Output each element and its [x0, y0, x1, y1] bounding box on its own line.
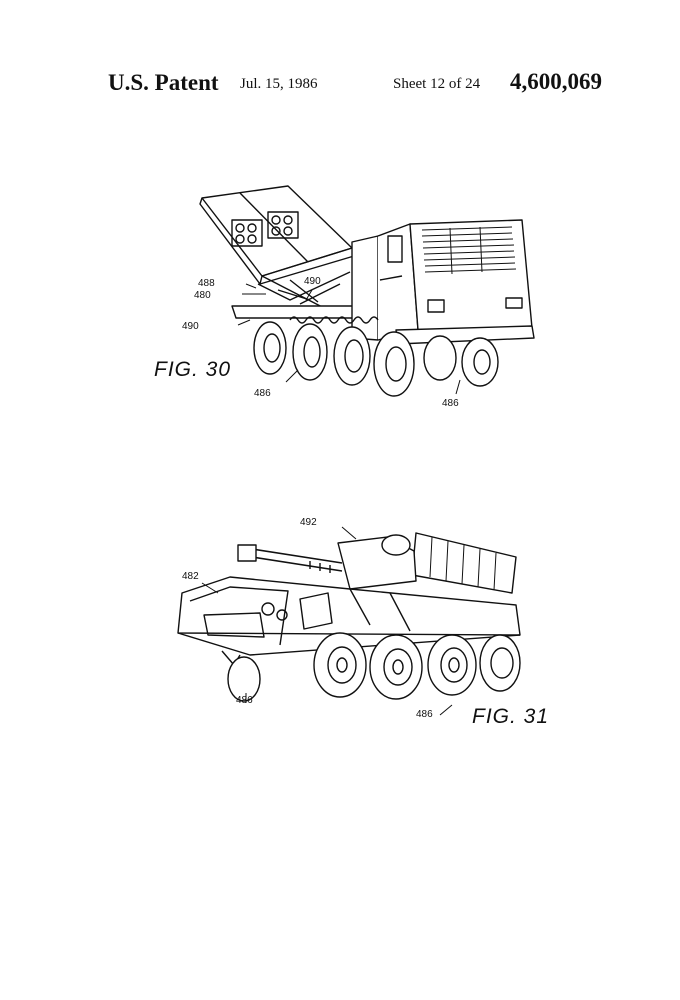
- patent-number: 4,600,069: [510, 69, 602, 94]
- figure-30-label: FIG. 30: [154, 358, 232, 381]
- figure-30-drawing: [199, 185, 535, 397]
- ref-486-right: 486: [442, 398, 459, 409]
- ref-492: 492: [300, 517, 317, 528]
- figure-31: 492 482 486 486 FIG. 31: [160, 505, 580, 745]
- figure-31-drawing: [177, 526, 521, 716]
- figure-30: 488 480 490 490 486 486 FIG. 30: [140, 180, 560, 430]
- ref-480: 480: [194, 290, 211, 301]
- ref-486-left: 486: [254, 388, 271, 399]
- ref-482: 482: [182, 571, 199, 582]
- ref-490-upper: 490: [304, 276, 321, 287]
- ref-488: 488: [198, 278, 215, 289]
- figure-31-label: FIG. 31: [472, 705, 550, 728]
- patent-header: U.S. Patent Jul. 15, 1986 Sheet 12 of 24…: [0, 69, 680, 100]
- ref-490-lower: 490: [182, 321, 199, 332]
- patent-date: Jul. 15, 1986: [240, 76, 318, 92]
- sheet-number: Sheet 12 of 24: [393, 76, 481, 92]
- ref-486-left: 486: [236, 695, 253, 706]
- ref-486-right: 486: [416, 709, 433, 720]
- patent-title: U.S. Patent: [108, 70, 219, 95]
